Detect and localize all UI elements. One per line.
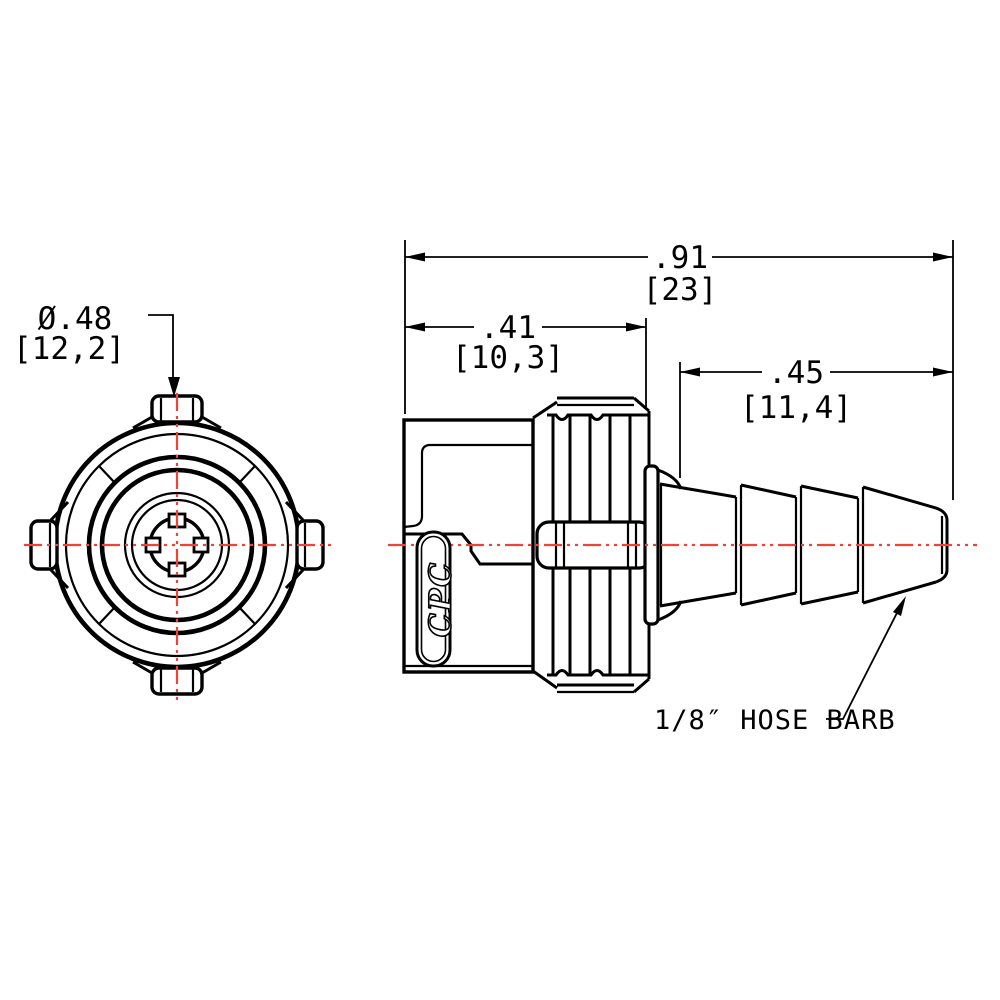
chamfer-segments	[98, 465, 256, 625]
dim-diameter-metric: [12,2]	[13, 331, 125, 367]
nut-top-scallops	[547, 413, 648, 421]
nut-bottom-scallops	[547, 669, 648, 677]
body-step-line	[403, 443, 533, 529]
dim-barb: .45 [11,4]	[680, 355, 953, 426]
dim-body: .41 [10,3]	[405, 310, 646, 376]
dim-overall-value: .91	[652, 240, 708, 276]
hose-barb-note: 1/8″ HOSE BARB	[654, 596, 906, 736]
dim-barb-value: .45	[768, 355, 824, 391]
barb-cone-edges	[659, 482, 949, 608]
lug-flank-lines	[49, 415, 305, 675]
latch-notch	[404, 532, 533, 566]
dim-barb-metric: [11,4]	[740, 390, 852, 426]
dimensions: .91 [23] .41 [10,3] .45 [11,4] Ø.48 [12,…	[13, 240, 954, 736]
dim-body-metric: [10,3]	[452, 340, 564, 376]
logo-text: CPC	[424, 561, 459, 637]
logo-pill	[415, 530, 452, 668]
logo-badge: CPC	[415, 530, 459, 668]
hose-barb-label: 1/8″ HOSE BARB	[654, 705, 896, 736]
dim-diameter-value: Ø.48	[38, 301, 113, 337]
dim-body-value: .41	[480, 310, 536, 346]
centerlines	[24, 393, 977, 702]
dim-overall: .91 [23]	[405, 240, 953, 308]
dim-diameter: Ø.48 [12,2]	[13, 301, 180, 397]
dim-overall-metric: [23]	[643, 272, 718, 308]
logo-pill-inner	[420, 535, 447, 663]
